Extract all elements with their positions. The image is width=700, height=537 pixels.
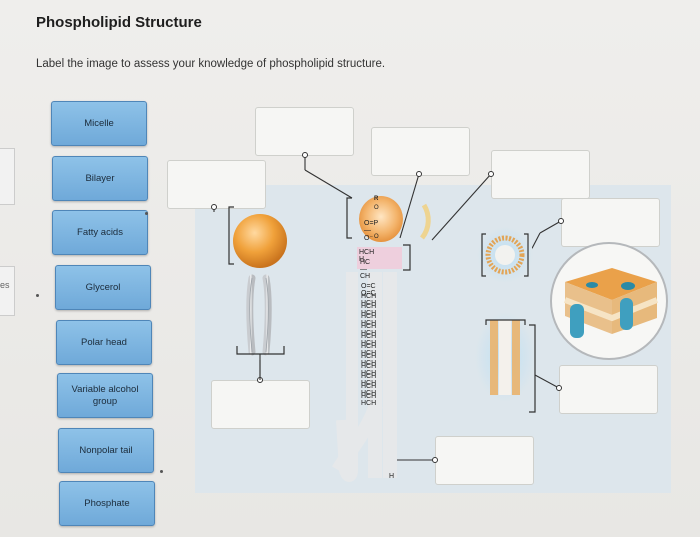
marker-dot <box>36 294 39 297</box>
chain-text: HCH HCH <box>361 363 377 377</box>
bilayer-icon <box>475 312 536 413</box>
membrane-magnified-icon <box>550 242 668 360</box>
instruction-text: Label the image to assess your knowledge… <box>36 58 386 70</box>
molecule-structure <box>331 196 431 482</box>
oxygen-text: O <box>374 234 379 240</box>
drop-target-8[interactable] <box>435 436 534 485</box>
drop-target-2[interactable] <box>371 127 470 176</box>
chain-text: HCH HCH <box>361 323 377 337</box>
marker-dot <box>160 470 163 473</box>
drop-target-1[interactable] <box>255 107 354 156</box>
label-nonpolar-tail[interactable]: Nonpolar tail <box>58 428 154 473</box>
chain-text: HCH HCH <box>361 293 377 307</box>
chain-text: HCH HCH <box>361 373 377 387</box>
chain-text: HCH HCH <box>361 393 377 407</box>
glycerol-text-top: HCH H <box>359 249 375 263</box>
chain-text: HCH HCH <box>361 343 377 357</box>
chain-text: HCH HCH <box>361 383 377 397</box>
page-title: Phospholipid Structure <box>36 14 202 31</box>
glycerol-text-mid: HC — CH <box>360 259 371 280</box>
label-phosphate[interactable]: Phosphate <box>59 481 155 526</box>
chain-text: HCH HCH <box>361 353 377 367</box>
phosphate-group-text: O=P—O⁻ <box>364 220 379 242</box>
drop-target-4[interactable] <box>491 150 590 199</box>
label-bilayer[interactable]: Bilayer <box>52 156 148 201</box>
phospholipid-symbol <box>228 206 287 380</box>
drop-target-7[interactable] <box>559 365 658 414</box>
offscreen-panel-edge <box>0 266 15 316</box>
r-group-text: R <box>374 196 379 202</box>
carbonyl-text: O=C O=C <box>361 283 376 297</box>
chain-text: HCH HCH <box>361 313 377 327</box>
offscreen-panel-edge <box>0 148 15 205</box>
oxygen-text: O <box>374 205 379 211</box>
label-glycerol[interactable]: Glycerol <box>55 265 151 310</box>
label-micelle[interactable]: Micelle <box>51 101 147 146</box>
chain-text: HCH HCH <box>361 333 377 347</box>
label-fatty-acids[interactable]: Fatty acids <box>52 210 148 255</box>
offscreen-text-fragment: es <box>0 280 10 290</box>
drop-target-5[interactable] <box>561 198 660 247</box>
chain-text: HCH HCH <box>361 303 377 317</box>
marker-dot <box>145 212 148 215</box>
label-polar-head[interactable]: Polar head <box>56 320 152 365</box>
chain-end-text: H <box>389 473 395 480</box>
drop-target-6[interactable] <box>211 380 310 429</box>
label-variable-alcohol-group[interactable]: Variable alcohol group <box>57 373 153 418</box>
micelle-icon <box>477 227 533 283</box>
